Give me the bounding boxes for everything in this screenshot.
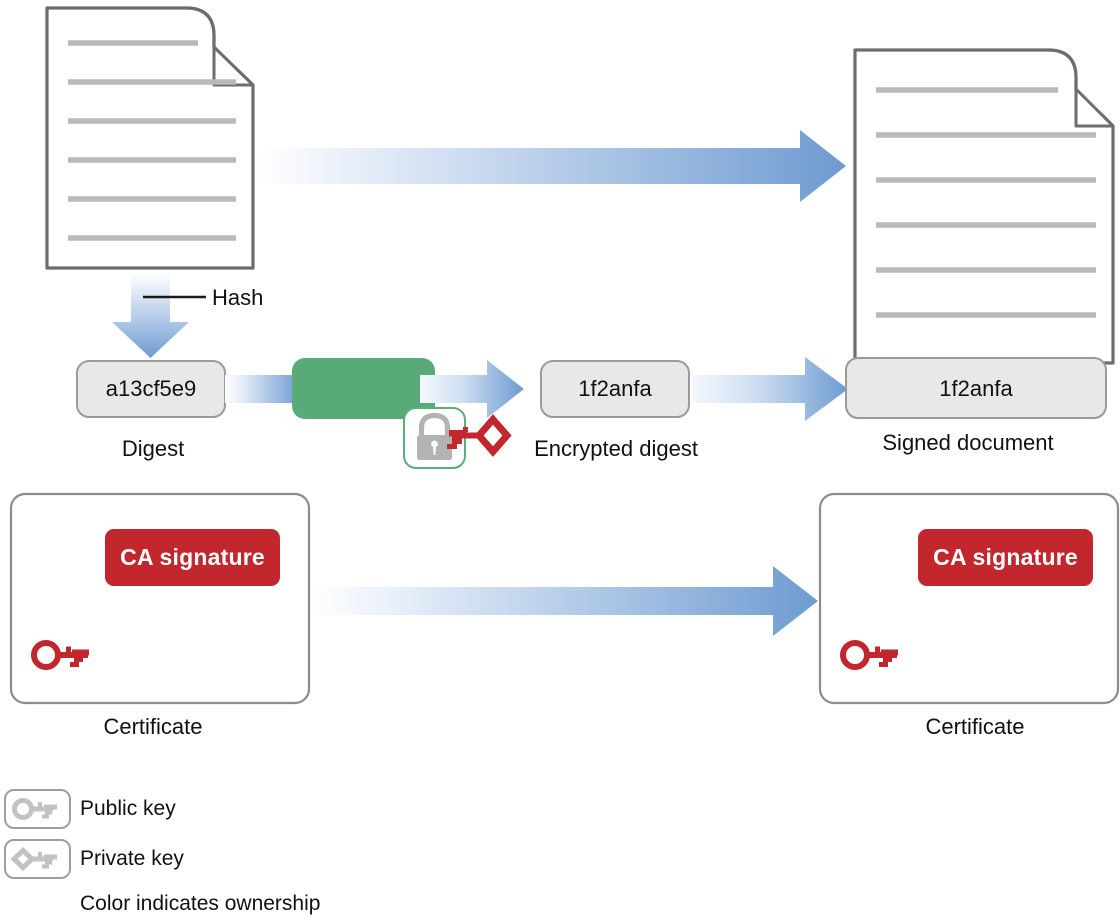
arrow-digest-to-encrypt <box>225 375 300 403</box>
signed-document-value: 1f2anfa <box>939 376 1013 401</box>
ca-signature-badge-left-label: CA signature <box>120 544 265 570</box>
legend-private-key-icon <box>4 839 71 879</box>
ca-signature-badge-right-label: CA signature <box>933 544 1078 570</box>
legend-public-key-label: Public key <box>80 797 176 820</box>
signed-document-caption: Signed document <box>882 430 1054 455</box>
ca-signature-badge-left: CA signature <box>105 529 280 586</box>
certificate-right-public-key-icon <box>840 640 898 670</box>
certificate-left-caption: Certificate <box>103 714 203 739</box>
hash-arrow-icon <box>112 272 189 358</box>
signed-document-icon <box>853 48 1115 365</box>
certificate-left-public-key-icon <box>31 640 89 670</box>
digest-caption: Digest <box>121 436 185 461</box>
certificate-right-caption: Certificate <box>925 714 1025 739</box>
digest-value: a13cf5e9 <box>105 376 197 401</box>
encrypted-digest-box <box>540 360 690 418</box>
arrow-encrypted-digest-to-signed <box>692 357 848 421</box>
lock-icon <box>403 407 466 469</box>
ca-signature-badge-right: CA signature <box>918 529 1093 586</box>
encryption-green-box <box>292 358 435 419</box>
signed-document-digest-box <box>845 357 1107 419</box>
arrow-document-to-signed <box>258 130 846 202</box>
certificate-right-card <box>818 492 1120 705</box>
arrow-certificate-to-certificate <box>312 566 818 636</box>
legend-private-key-label: Private key <box>80 847 184 870</box>
encrypted-digest-value: 1f2anfa <box>578 376 652 401</box>
encrypted-digest-caption: Encrypted digest <box>534 436 698 461</box>
source-document-icon <box>45 6 255 270</box>
legend-ownership-note: Color indicates ownership <box>80 892 321 915</box>
arrow-encrypt-to-encrypted-digest <box>420 360 524 418</box>
hash-label: Hash <box>212 285 264 310</box>
certificate-left-card <box>9 492 311 705</box>
private-key-icon <box>447 414 512 457</box>
legend-public-key-icon <box>4 789 71 829</box>
